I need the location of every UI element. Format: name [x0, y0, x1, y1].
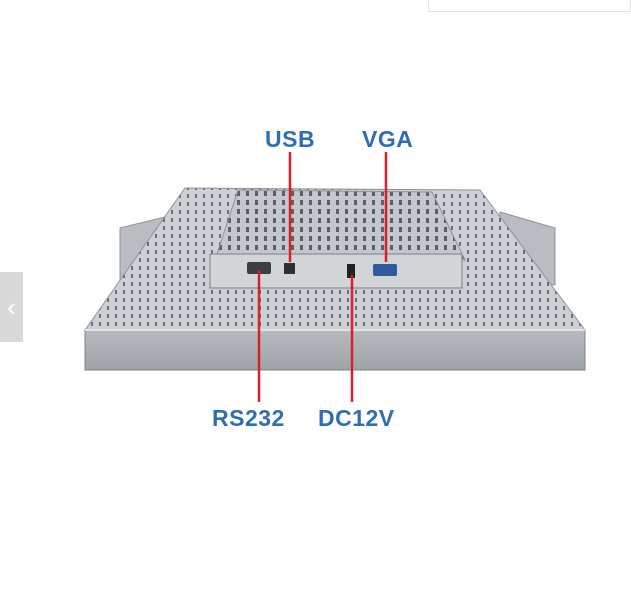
rs232-label: RS232	[212, 405, 285, 431]
vga-label: VGA	[362, 126, 414, 152]
dc-port	[347, 264, 355, 278]
rs232-port	[247, 262, 271, 274]
chevron-left-icon: ‹	[7, 291, 16, 322]
usb-label: USB	[265, 126, 316, 152]
previous-image-button[interactable]: ‹	[0, 272, 23, 342]
vga-port	[373, 264, 397, 276]
usb-port	[284, 263, 295, 274]
dc12v-label: DC12V	[318, 405, 395, 431]
